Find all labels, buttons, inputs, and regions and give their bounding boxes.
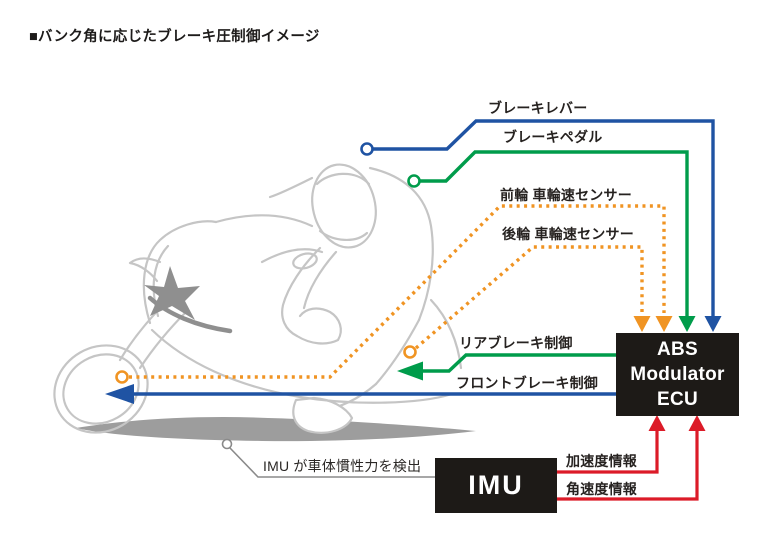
- helmet-visor: [315, 172, 371, 186]
- front-wheel-sensor-path: [129, 204, 666, 379]
- rear-brake-control-path: [421, 353, 616, 373]
- brake-lever-path: [373, 119, 715, 316]
- windscreen-outline: [142, 220, 218, 325]
- front-wheel-sensor-label: 前輪 車輪速センサー: [500, 187, 632, 203]
- rider-back: [368, 166, 434, 322]
- brake-pedal-path: [420, 150, 689, 316]
- imu-box: IMU: [435, 458, 557, 513]
- front-wheel-sensor-line: [115, 204, 673, 384]
- acceleration-info-line: [557, 415, 666, 474]
- diagram-title: ■バンク角に応じたブレーキ圧制御イメージ: [29, 29, 320, 45]
- abs-box-line3: ECU: [656, 389, 698, 410]
- rear-wheel-sensor-label: 後輪 車輪速センサー: [502, 226, 634, 242]
- rider-forearm: [302, 250, 338, 310]
- imu-note-label: IMU が車体慣性力を検出: [263, 458, 422, 474]
- brake-pedal-arrowhead: [678, 316, 696, 332]
- abs-box-line1: ABS: [656, 339, 698, 360]
- rider-glove: [295, 307, 342, 345]
- imu-pointer: [221, 438, 436, 478]
- helmet: [311, 163, 377, 249]
- angular-velocity-info-label: 角速度情報: [566, 481, 637, 497]
- rear-brake-control-label: リアブレーキ制御: [459, 335, 573, 351]
- front-wheel-sensor-terminal: [115, 370, 129, 384]
- abs-modulator-ecu-box: ABS Modulator ECU: [616, 333, 739, 416]
- rider-left-arm: [268, 176, 314, 199]
- helmet-chin: [318, 229, 369, 241]
- rear-wheel-sensor-path: [414, 245, 644, 350]
- rear-wheel-sensor-line: [403, 245, 651, 359]
- front-brake-control-line: [105, 384, 616, 404]
- fairing-top: [214, 214, 314, 228]
- imu-box-label: IMU: [468, 470, 524, 500]
- brake-pedal-label: ブレーキペダル: [503, 129, 603, 145]
- imu-pointer-circle: [221, 438, 233, 450]
- angular-velocity-info-arrowhead: [688, 415, 706, 431]
- brake-lever-label: ブレーキレバー: [488, 100, 588, 116]
- acceleration-info-arrowhead: [648, 415, 666, 431]
- tank-cap: [292, 252, 318, 270]
- rider-arm: [281, 246, 322, 338]
- mirror-lever: [128, 257, 162, 283]
- brake-lever-line: [360, 119, 722, 332]
- rear-wheel-sensor-terminal: [403, 345, 417, 359]
- tail-side: [429, 298, 463, 370]
- brake-lever-terminal: [360, 142, 374, 156]
- acceleration-info-path: [557, 430, 659, 474]
- front-wheel-inner: [62, 353, 140, 425]
- lower-cowl: [150, 328, 454, 404]
- front-brake-control-arrowhead: [105, 384, 134, 404]
- abs-box-line2: Modulator: [630, 364, 725, 385]
- rider-boot: [292, 396, 354, 434]
- acceleration-info-label: 加速度情報: [566, 453, 637, 469]
- front-brake-control-label: フロントブレーキ制御: [456, 375, 598, 391]
- rider-hip-leg: [374, 318, 421, 386]
- brake-pedal-terminal: [407, 174, 421, 188]
- motorcycle-illustration: [53, 163, 463, 434]
- front-fender-swoosh: [147, 295, 233, 334]
- ground-shadow: [76, 417, 476, 442]
- imu-pointer-line: [229, 447, 436, 478]
- illustration-accents: [144, 266, 233, 334]
- brake-lever-arrowhead: [704, 316, 722, 332]
- rear-wheel-sensor-arrowhead: [633, 316, 651, 332]
- rear-brake-control-line: [397, 353, 616, 381]
- front-wheel-sensor-arrowhead: [655, 316, 673, 332]
- angular-velocity-info-line: [557, 415, 706, 501]
- angular-velocity-info-path: [557, 430, 699, 501]
- rear-brake-control-arrowhead: [397, 361, 423, 381]
- brake-pedal-line: [407, 150, 696, 332]
